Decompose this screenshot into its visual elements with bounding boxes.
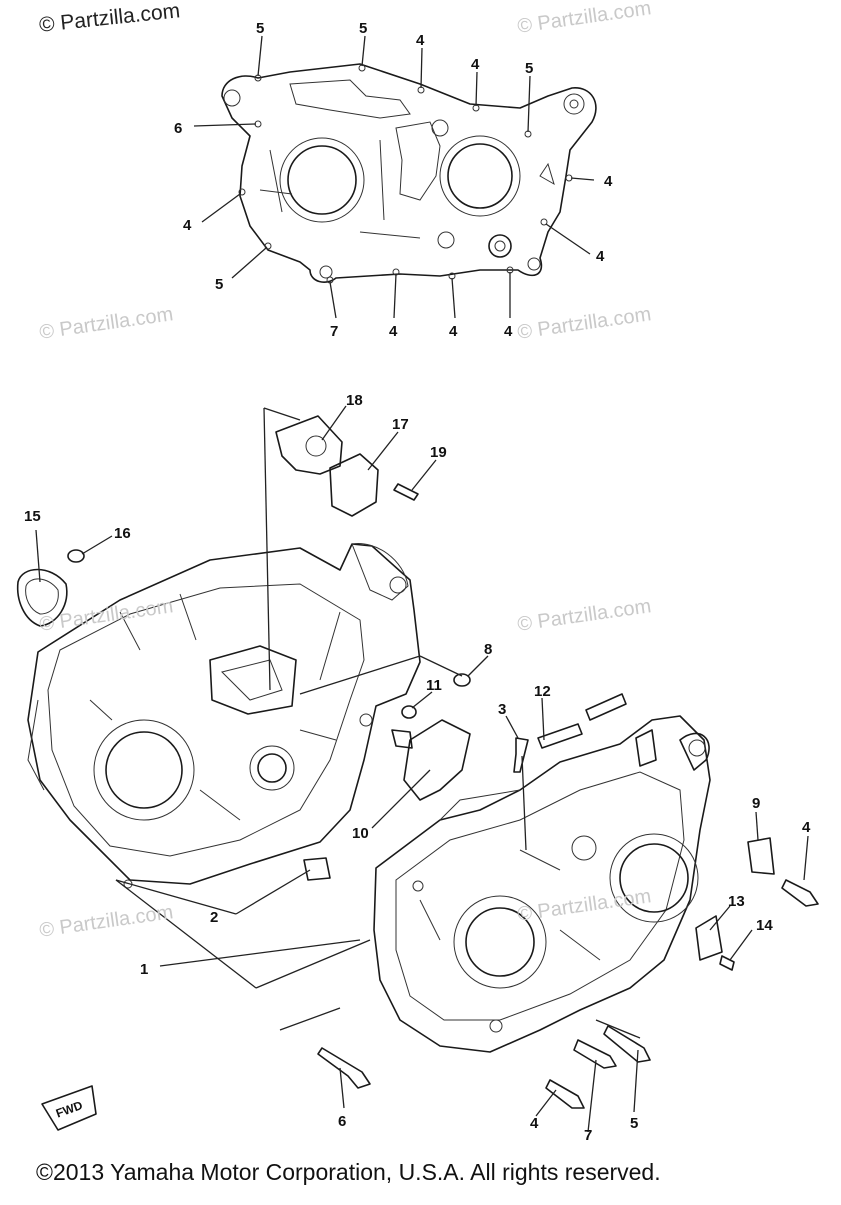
callout-label: 12	[534, 683, 551, 700]
callout-label: 5	[525, 60, 533, 77]
bottom-leader-lines	[35, 405, 809, 1133]
callout-label: 4	[449, 323, 458, 340]
callout-label: 10	[352, 825, 369, 842]
fwd-label: FWD	[54, 1098, 85, 1121]
callout-label: 6	[338, 1113, 346, 1130]
callout-label: 16	[114, 525, 131, 542]
copyright-footer: ©2013 Yamaha Motor Corporation, U.S.A. A…	[36, 1159, 661, 1185]
crankcase-top-view	[221, 63, 597, 284]
callout-label: 19	[430, 444, 447, 461]
callout-label: 2	[210, 909, 218, 926]
callout-label: 13	[728, 893, 745, 910]
callout-label: 14	[756, 917, 773, 934]
top-callouts: 5 5 4 4 5 6 4 4 4 5 7 4 4 4	[174, 20, 613, 340]
callout-label: 17	[392, 416, 409, 433]
callout-label: 1	[140, 961, 148, 978]
callout-label: 4	[596, 248, 605, 265]
callout-label: 7	[330, 323, 338, 340]
callout-label: 8	[484, 641, 492, 658]
callout-label: 5	[215, 276, 223, 293]
small-parts	[16, 415, 819, 1131]
callout-label: 15	[24, 508, 41, 525]
callout-label: 6	[174, 120, 182, 137]
callout-label: 9	[752, 795, 760, 812]
callout-label: 4	[802, 819, 811, 836]
callout-label: 5	[630, 1115, 638, 1132]
callout-label: 5	[359, 20, 367, 37]
callout-label: 18	[346, 392, 363, 409]
callout-label: 4	[416, 32, 425, 49]
callout-label: 3	[498, 701, 506, 718]
bottom-callouts: 18 17 19 15 16 8 11 12 3 10 9 4 2 1 13 1…	[24, 392, 811, 1144]
callout-label: 4	[471, 56, 480, 73]
top-leader-lines	[193, 35, 595, 319]
callout-label: 4	[530, 1115, 539, 1132]
callout-label: 5	[256, 20, 264, 37]
left-crankcase-half	[27, 543, 421, 889]
callout-label: 4	[604, 173, 613, 190]
callout-label: 7	[584, 1127, 592, 1144]
callout-label: 4	[183, 217, 192, 234]
right-crankcase-half	[373, 715, 711, 1053]
callout-label: 4	[389, 323, 398, 340]
callout-label: 11	[426, 677, 442, 694]
callout-label: 4	[504, 323, 513, 340]
